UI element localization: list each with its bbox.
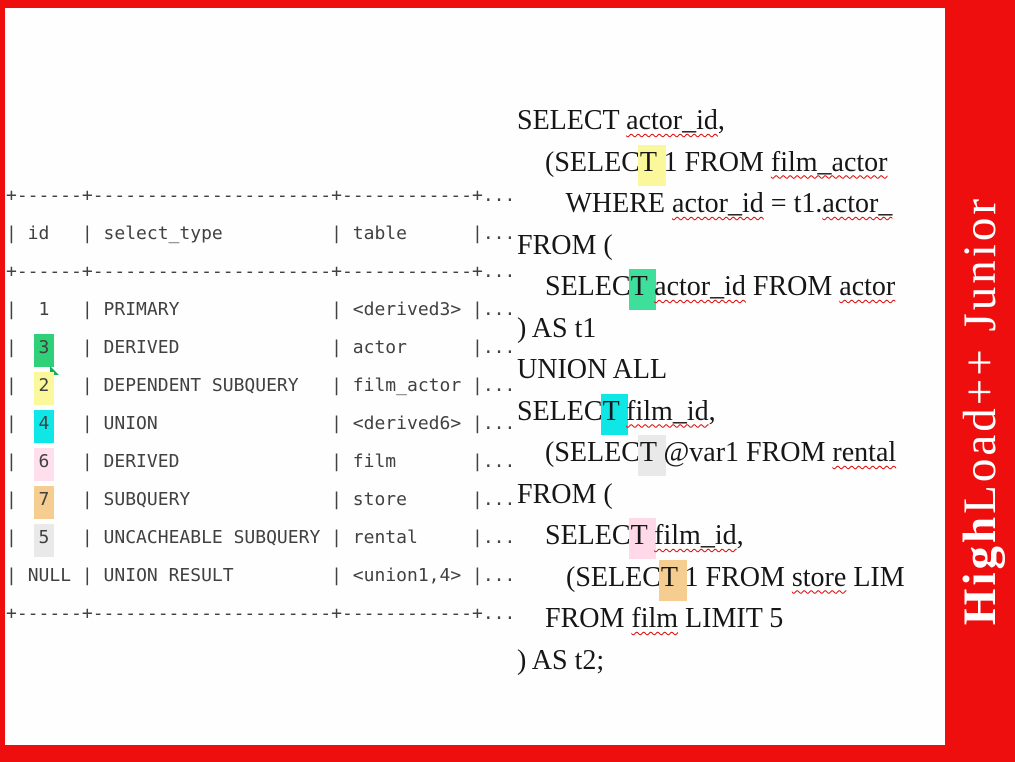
bottom-border-bar	[0, 745, 1015, 762]
table-row: | 7 | SUBQUERY | store |...	[6, 481, 515, 519]
id-highlight: 2	[33, 372, 55, 405]
sql-highlight: T	[628, 518, 657, 559]
sql-highlight: T	[628, 269, 657, 310]
squiggly-word: actor_id	[626, 105, 718, 136]
conference-logo-rest: Load++ Junior	[954, 196, 1006, 515]
squiggly-word: film_id	[654, 520, 737, 551]
squiggly-word: actor_id	[654, 271, 746, 302]
sql-line: FROM film LIMIT 5	[517, 603, 784, 634]
table-row: | 3 | DERIVED | actor |...	[6, 329, 515, 367]
squiggly-word: actor_id	[672, 188, 764, 219]
id-highlight: 3	[33, 334, 55, 367]
sql-line: SELECT film_id,	[517, 515, 905, 559]
sql-query: SELECT actor_id, (SELECT 1 FROM film_act…	[517, 100, 905, 681]
id-highlight: 6	[33, 448, 55, 481]
table-row: | NULL | UNION RESULT | <union1,4> |...	[6, 565, 516, 586]
sql-line: (SELECT 1 FROM film_actor	[517, 142, 905, 186]
conference-logo-bold: High	[954, 514, 1006, 626]
squiggly-word: store	[791, 561, 847, 593]
sql-highlight: T	[600, 393, 629, 435]
sql-highlight: T	[658, 559, 687, 601]
table-header-row: | id | select_type | table |...	[6, 223, 516, 244]
table-row: | 5 | UNCACHEABLE SUBQUERY | rental |...	[6, 519, 515, 557]
sql-line: SELECT film_id,	[517, 391, 905, 435]
sql-line: ) AS t2;	[517, 644, 605, 676]
id-highlight: 4	[33, 410, 55, 443]
sql-line: UNION ALL	[517, 354, 668, 385]
squiggly-word: rental	[832, 437, 897, 468]
conference-logo: HighLoad++ Junior	[953, 196, 1007, 625]
squiggly-word: film_actor	[770, 146, 888, 178]
id-highlight: 5	[33, 524, 55, 557]
table-row: | 2 | DEPENDENT SUBQUERY | film_actor |.…	[6, 367, 515, 405]
sql-highlight: T	[637, 435, 666, 476]
sql-line: (SELECT 1 FROM store LIM	[517, 557, 905, 601]
sql-line: FROM (	[517, 478, 613, 510]
sql-line: SELECT actor_id,	[517, 105, 725, 136]
table-border-line: +------+----------------------+---------…	[6, 603, 516, 624]
table-row: | 1 | PRIMARY | <derived3> |...	[6, 299, 516, 320]
squiggly-word: actor	[839, 271, 896, 302]
sql-line: (SELECT @var1 FROM rental	[517, 432, 905, 476]
squiggly-word: film_id	[626, 395, 709, 427]
sql-line: WHERE actor_id = t1.actor_	[517, 188, 893, 219]
sql-line: FROM (	[517, 229, 613, 261]
left-border-bar	[0, 0, 5, 762]
table-border-line: +------+----------------------+---------…	[6, 185, 516, 206]
sql-line: ) AS t1	[517, 312, 597, 344]
id-highlight: 7	[33, 486, 55, 519]
explain-table: +------+----------------------+---------…	[6, 177, 515, 633]
table-border-line: +------+----------------------+---------…	[6, 261, 516, 282]
top-border-bar	[0, 0, 1015, 8]
squiggly-word: actor_	[822, 188, 893, 219]
table-row: | 4 | UNION | <derived6> |...	[6, 405, 515, 443]
squiggly-word: film	[631, 603, 679, 634]
sql-highlight: T	[637, 144, 666, 186]
sql-line: SELECT actor_id FROM actor	[517, 266, 905, 310]
conference-sidebar: HighLoad++ Junior	[945, 0, 1015, 762]
table-row: | 6 | DERIVED | film |...	[6, 443, 515, 481]
